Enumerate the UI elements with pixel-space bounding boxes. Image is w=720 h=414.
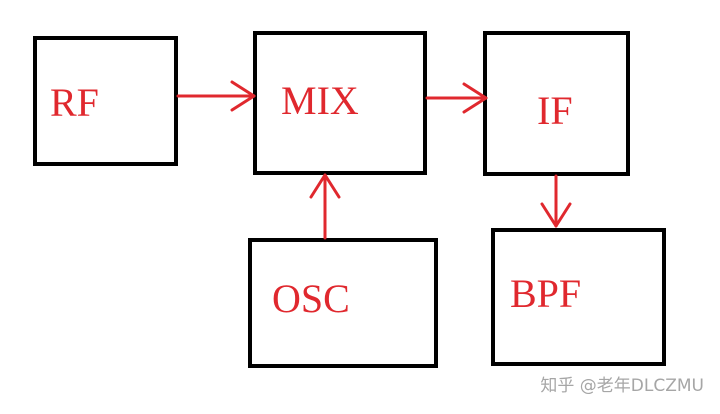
bpf-label: BPF [510, 271, 582, 316]
mix-label: MIX [281, 78, 359, 123]
osc-block [248, 238, 438, 368]
watermark-text: 知乎 @老年DLCZMU [540, 376, 704, 396]
rf-block [33, 36, 178, 166]
mix-block [253, 31, 427, 175]
if-label: IF [537, 88, 573, 133]
arrow-osc-to-mix [309, 173, 341, 240]
arrow-if-to-bpf [540, 174, 572, 228]
arrow-mix-to-if [425, 82, 488, 114]
osc-label: OSC [272, 276, 350, 321]
bpf-block [491, 228, 666, 366]
if-block [483, 31, 630, 176]
arrow-rf-to-mix [176, 80, 256, 112]
rf-label: RF [50, 80, 99, 125]
